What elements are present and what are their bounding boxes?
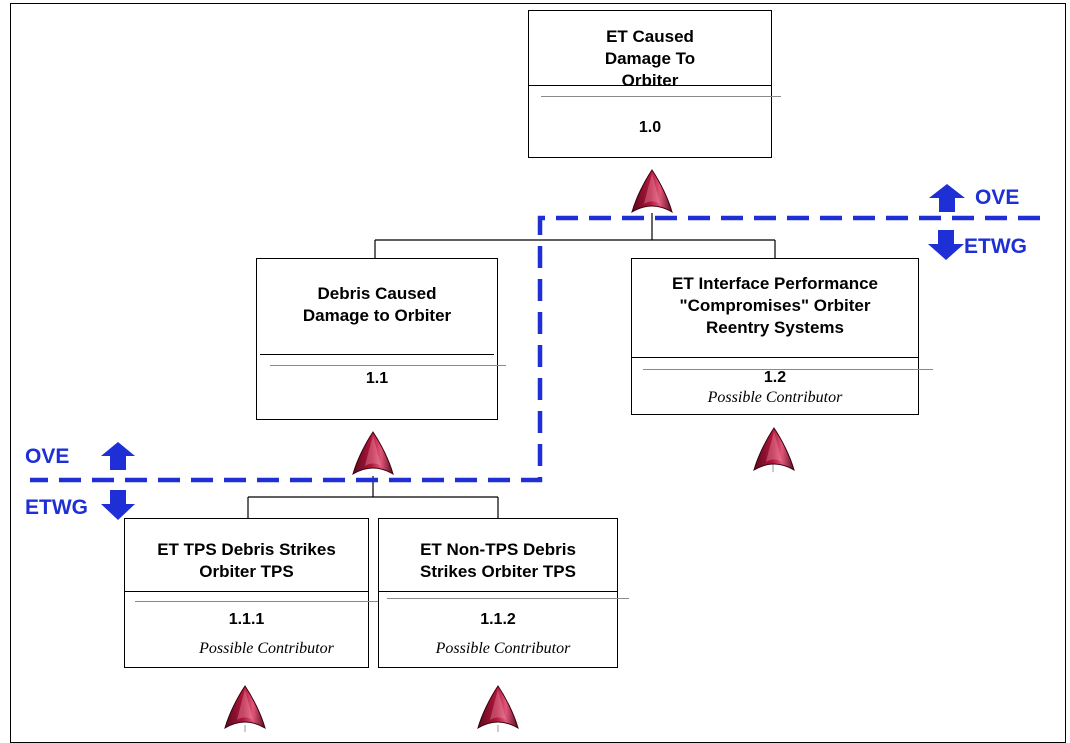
or-gate-icon-1-1 [352, 431, 394, 476]
node-1-0-id: 1.0 [638, 119, 662, 136]
node-1-1-title: Debris Caused Damage to Orbiter [302, 284, 452, 325]
node-1-2-divider [632, 357, 918, 358]
arrow-down-icon [101, 490, 135, 520]
node-1-1-2-divider [379, 591, 617, 592]
node-1-1-2: ET Non-TPS Debris Strikes Orbiter TPS 1.… [378, 518, 618, 668]
node-1-1: Debris Caused Damage to Orbiter 1.1 [256, 258, 498, 420]
upper-boundary-above-label: OVE [975, 186, 1020, 209]
arrow-down-icon [928, 230, 964, 260]
or-gate-icon-1-2 [753, 427, 795, 472]
arrow-up-icon [929, 184, 965, 212]
upper-boundary-below-label: ETWG [964, 235, 1027, 258]
node-1-1-2-id: 1.1.2 [480, 611, 516, 628]
node-1-2-baseline [643, 369, 933, 370]
node-1-0-baseline [541, 96, 781, 97]
node-1-1-1-baseline [135, 601, 380, 602]
or-gate-icon-1-1-2 [477, 685, 519, 730]
node-1-1-1-id: 1.1.1 [228, 611, 265, 628]
node-1-1-baseline [270, 365, 506, 366]
node-1-1-1-note: Possible Contributor [199, 640, 334, 657]
node-1-2: ET Interface Performance "Compromises" O… [631, 258, 919, 415]
node-1-1-2-title: ET Non-TPS Debris Strikes Orbiter TPS [420, 540, 576, 581]
lower-boundary-above-label: OVE [25, 445, 70, 468]
node-1-1-divider [260, 354, 494, 355]
node-1-2-note: Possible Contributor [707, 389, 843, 406]
responsibility-boundary-line [30, 215, 1040, 483]
node-1-0: ET Caused Damage To Orbiter 1.0 [528, 10, 772, 158]
node-1-1-2-baseline [387, 598, 629, 599]
or-gate-icon-1-0 [631, 169, 673, 214]
node-1-0-title: ET Caused Damage To Orbiter [604, 27, 696, 90]
or-gate-icon-1-1-1 [224, 685, 266, 730]
node-1-2-title: ET Interface Performance "Compromises" O… [672, 274, 878, 337]
node-1-1-id: 1.1 [365, 370, 389, 387]
node-1-2-id: 1.2 [763, 369, 787, 386]
node-1-1-2-note: Possible Contributor [435, 640, 571, 657]
node-1-1-1-divider [125, 591, 368, 592]
node-1-0-divider [529, 85, 771, 86]
node-1-1-1: ET TPS Debris Strikes Orbiter TPS 1.1.1 … [124, 518, 369, 668]
lower-boundary-below-label: ETWG [25, 496, 88, 519]
node-1-1-1-title: ET TPS Debris Strikes Orbiter TPS [157, 540, 336, 581]
arrow-up-icon [101, 442, 135, 470]
